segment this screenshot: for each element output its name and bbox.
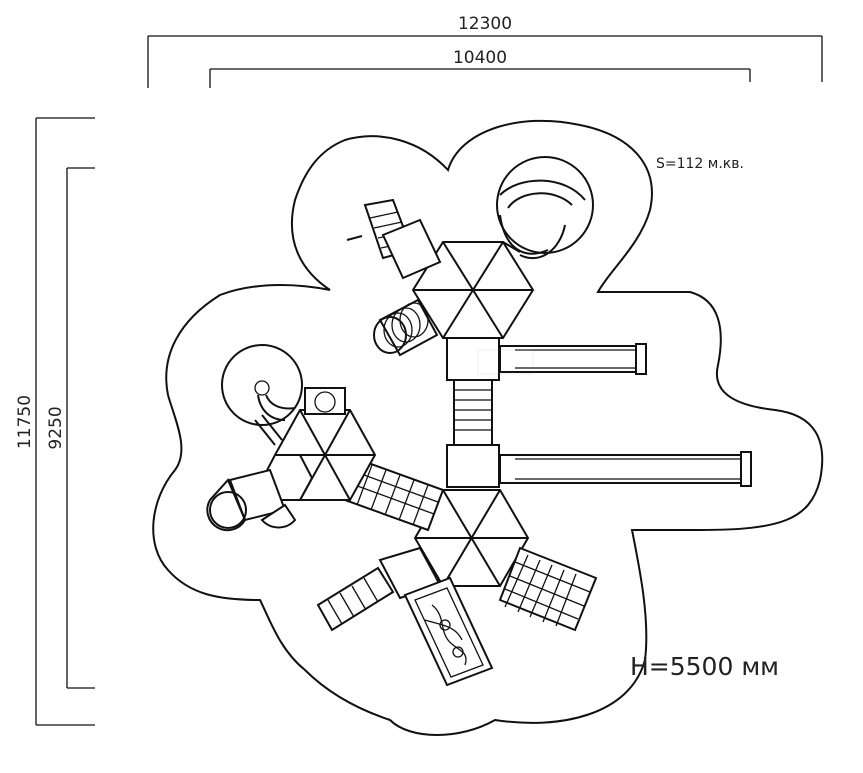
- dimension-outer-height: 11750: [15, 117, 95, 726]
- lower-tower: [413, 489, 530, 587]
- lower-straight-slide: [499, 451, 752, 487]
- lower-left-ladder: [316, 546, 442, 632]
- height-label: H=5500 мм: [630, 652, 779, 681]
- outer-width-label: 12300: [458, 14, 512, 34]
- upper-tube-slide: [373, 298, 439, 357]
- central-bridge: [446, 337, 500, 488]
- upper-left-ladder: [346, 198, 442, 280]
- area-label: S=112 м.кв.: [656, 156, 744, 172]
- dimension-outer-width: 12300: [147, 14, 823, 88]
- left-tower-lower: [206, 454, 314, 532]
- outer-height-label: 11750: [15, 395, 35, 449]
- dimension-inner-width: 10400: [209, 48, 751, 88]
- watermark-logo: [477, 349, 534, 375]
- lower-climbing-panel: [403, 576, 494, 687]
- upper-spiral-slide: [496, 156, 594, 260]
- safety-zone-outline: [152, 119, 824, 736]
- inner-width-label: 10400: [453, 48, 507, 68]
- upper-straight-slide: [499, 343, 647, 375]
- lower-right-net: [498, 546, 598, 632]
- left-spiral-slide: [221, 344, 303, 446]
- left-tower-small: [304, 387, 346, 415]
- dimension-inner-height: 9250: [46, 167, 95, 689]
- inner-height-label: 9250: [46, 406, 66, 449]
